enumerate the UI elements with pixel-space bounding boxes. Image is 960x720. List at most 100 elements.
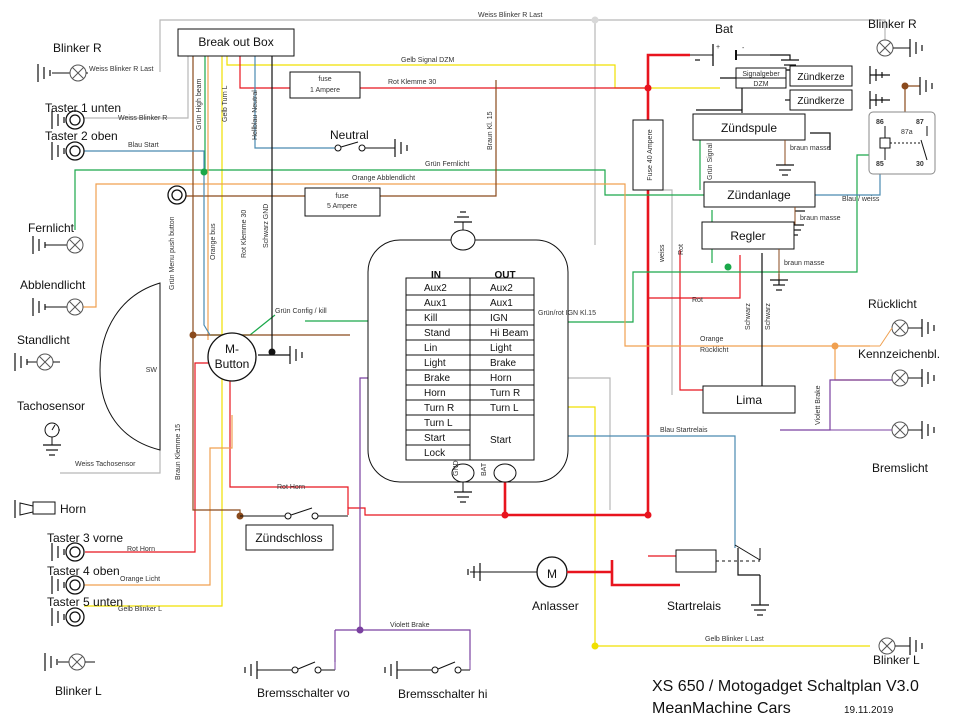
mg-out-6: Horn <box>490 373 512 384</box>
svg-text:Startrelais: Startrelais <box>667 599 721 613</box>
signalgeber-dzm: Signalgeber DZM <box>735 67 787 89</box>
svg-text:Blinker R: Blinker R <box>868 17 917 31</box>
svg-text:IN: IN <box>431 270 441 281</box>
wire-labels: Weiss Blinker R Last Weiss Blinker R Las… <box>75 12 880 643</box>
mg-out-9: Start <box>490 435 511 446</box>
svg-text:Rot: Rot <box>692 297 703 304</box>
svg-text:Zündspule: Zündspule <box>721 121 777 135</box>
tachosensor-label: Tachosensor <box>17 399 85 413</box>
svg-text:braun masse: braun masse <box>790 145 831 152</box>
svg-text:Hellblau Neutral: Hellblau Neutral <box>252 90 259 140</box>
svg-text:Weiss Tachosensor: Weiss Tachosensor <box>75 461 136 468</box>
svg-text:GND: GND <box>453 460 460 476</box>
svg-text:Rot Horn: Rot Horn <box>277 484 305 491</box>
svg-text:Rot Klemme 30: Rot Klemme 30 <box>388 79 436 86</box>
kennzeichen: Kennzeichenbl. <box>858 347 940 388</box>
title-line-2: MeanMachine Cars <box>652 700 791 717</box>
bat-label: Bat <box>715 22 734 36</box>
svg-text:Fuse 40 Ampere: Fuse 40 Ampere <box>647 129 654 180</box>
mg-in-7: Horn <box>424 388 446 399</box>
svg-text:braun masse: braun masse <box>800 215 841 222</box>
title-date: 19.11.2019 <box>844 705 894 716</box>
svg-text:Lima: Lima <box>736 393 762 407</box>
svg-text:Rot: Rot <box>678 244 685 255</box>
anlasser: M Anlasser <box>467 556 612 613</box>
ruecklicht: Rücklicht <box>868 297 935 347</box>
svg-text:Zündschloss: Zündschloss <box>255 531 322 545</box>
svg-text:braun masse: braun masse <box>784 260 825 267</box>
blinker-r-right: Blinker R <box>868 17 923 58</box>
fuse-1a: fuse 1 Ampere <box>289 71 361 99</box>
svg-text:Bremsschalter hi: Bremsschalter hi <box>398 687 487 701</box>
svg-text:Blau / weiss: Blau / weiss <box>842 196 880 203</box>
svg-text:Schwarz: Schwarz <box>745 303 752 330</box>
zuendkerze-2: Zündkerze <box>789 89 883 111</box>
svg-text:Weiss Blinker R Last: Weiss Blinker R Last <box>89 66 154 73</box>
svg-text:fuse: fuse <box>335 193 348 200</box>
standlicht: Standlicht <box>14 333 70 372</box>
m-button-area: SW M- Button <box>99 185 303 451</box>
taster-4: Taster 4 oben <box>47 564 120 595</box>
svg-text:Kennzeichenbl.: Kennzeichenbl. <box>858 347 940 361</box>
mg-in-6: Brake <box>424 373 451 384</box>
mg-out-0: Aux2 <box>490 283 513 294</box>
mg-out-1: Aux1 <box>490 298 513 309</box>
blinker-r-left-label: Blinker R <box>53 41 102 55</box>
svg-text:Orange Abblendlicht: Orange Abblendlicht <box>352 175 415 182</box>
svg-text:Blinker L: Blinker L <box>873 653 920 667</box>
regler: Regler braun masse <box>701 221 825 291</box>
svg-text:Gelb Blinker L Last: Gelb Blinker L Last <box>705 636 764 643</box>
svg-text:Grün Config / kill: Grün Config / kill <box>275 308 327 315</box>
zuendanlage: Zündanlage braun masse <box>703 181 841 236</box>
zuendkerze-1: Zündkerze <box>789 65 883 87</box>
svg-text:Orange: Orange <box>700 336 723 343</box>
svg-text:Zündkerze: Zündkerze <box>797 96 845 107</box>
mg-in-9: Turn L <box>424 418 453 429</box>
taster-3-label: Taster 3 vorne <box>47 531 123 545</box>
svg-text:86: 86 <box>876 119 884 126</box>
svg-text:+: + <box>716 44 720 51</box>
svg-text:Weiss Blinker R Last: Weiss Blinker R Last <box>478 12 543 19</box>
svg-text:Gelb Turn L: Gelb Turn L <box>222 85 229 122</box>
svg-text:Regler: Regler <box>730 229 765 243</box>
svg-text:Bremsschalter vo: Bremsschalter vo <box>257 686 350 700</box>
taster-2-label: Taster 2 oben <box>45 129 118 143</box>
standlicht-label: Standlicht <box>17 333 70 347</box>
mg-out-8: Turn L <box>490 403 519 414</box>
svg-text:1 Ampere: 1 Ampere <box>310 87 340 94</box>
svg-text:OUT: OUT <box>494 270 515 281</box>
taster-5: Taster 5 unten <box>47 595 123 627</box>
svg-text:Grün/rot IGN Kl.15: Grün/rot IGN Kl.15 <box>538 310 596 317</box>
green-wires <box>74 40 878 336</box>
svg-text:Zündkerze: Zündkerze <box>797 72 845 83</box>
relay-ground <box>919 76 933 96</box>
svg-text:Grün Signal: Grün Signal <box>707 143 714 180</box>
svg-text:Blau Start: Blau Start <box>128 142 159 149</box>
svg-text:85: 85 <box>876 161 884 168</box>
abblendlicht: Abblendlicht <box>20 278 86 317</box>
startrelais: Startrelais <box>667 544 770 616</box>
svg-text:weiss: weiss <box>659 244 666 263</box>
svg-text:30: 30 <box>916 161 924 168</box>
svg-text:Violett Brake: Violett Brake <box>390 622 430 629</box>
bremsschalter-vo: Bremsschalter vo <box>244 660 350 700</box>
neutral-switch: Neutral <box>330 128 408 158</box>
svg-text:87a: 87a <box>901 129 913 136</box>
fernlicht-label: Fernlicht <box>28 221 75 235</box>
svg-text:Schwarz GND: Schwarz GND <box>263 204 270 248</box>
svg-text:-: - <box>742 45 745 52</box>
sw-label: SW <box>146 367 158 374</box>
neutral-label: Neutral <box>330 128 369 142</box>
svg-text:M: M <box>547 567 557 581</box>
svg-text:Grün Menu push button: Grün Menu push button <box>169 216 176 290</box>
taster-3: Taster 3 vorne <box>47 531 123 562</box>
taster-1-label: Taster 1 unten <box>45 101 121 115</box>
svg-text:Zündanlage: Zündanlage <box>727 188 791 202</box>
svg-text:fuse: fuse <box>318 76 331 83</box>
svg-text:Anlasser: Anlasser <box>532 599 579 613</box>
blinker-l-right: Blinker L <box>873 636 923 667</box>
mg-in-10: Start <box>424 433 445 444</box>
svg-text:DZM: DZM <box>753 81 768 88</box>
motogadget-unit: GND BAT IN OUT Aux2Aux1KillStandLinLight… <box>367 211 569 503</box>
